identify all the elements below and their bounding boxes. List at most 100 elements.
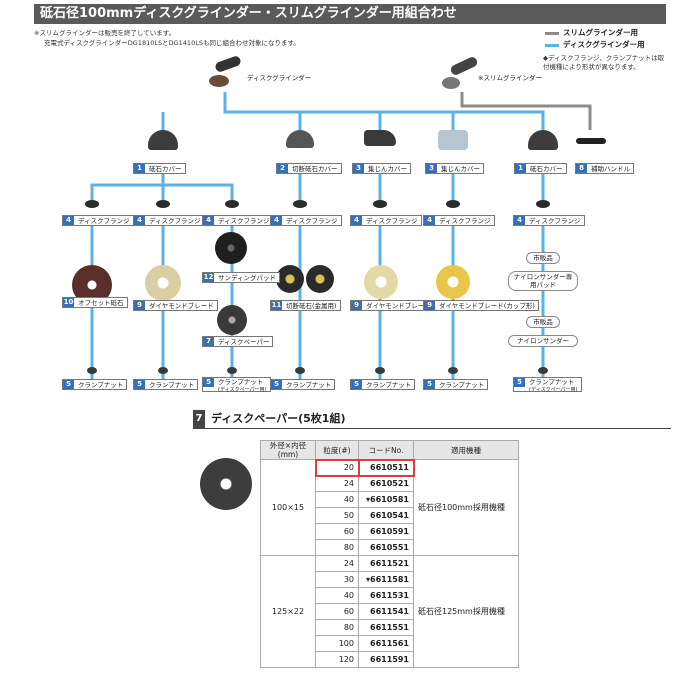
cell-code: ▾6611581 (358, 571, 414, 588)
chip-num: 3 (426, 164, 437, 173)
cell-code: 6611561 (358, 635, 414, 652)
cell-code: 6611541 (358, 603, 414, 620)
header-size: 外径×内径(mm) (260, 440, 316, 460)
page-title: 砥石径100mmディスクグラインダー・スリムグラインダー用組合わせ (34, 4, 666, 24)
chip-label: クランプナット (439, 381, 485, 389)
chip-label: オフセット砥石 (78, 299, 124, 307)
chip-label: ダイヤモンドブレード(カップ形) (439, 302, 535, 310)
clamp-nut-image (375, 367, 385, 374)
chip-num: 10 (63, 298, 74, 307)
chip-offset-wheel: 10 オフセット砥石 (62, 297, 128, 308)
chip-label: 砥石カバー (530, 165, 563, 173)
cell-size: 100×15 (260, 459, 316, 556)
note-cordless: 充電式ディスクグラインダーDG1810LSとDG1410LSも同じ組合わせ対象に… (44, 39, 300, 47)
chip-num: 5 (63, 380, 74, 389)
cell-code: 6611591 (358, 651, 414, 668)
disc-paper-section-title: 7 ディスクペーパー(5枚1組) (193, 410, 671, 429)
clamp-nut-image (448, 367, 458, 374)
dust-cover-image-1 (364, 130, 396, 146)
chip-sublabel: (ディスクペーパー用) (218, 387, 267, 393)
flange-image (293, 200, 307, 208)
chip-num: 5 (271, 380, 282, 389)
chip-diamond-blade: 9 ダイヤモンドブレード (133, 300, 218, 311)
chip-num: 4 (424, 216, 435, 225)
chip-num: 1 (515, 164, 526, 173)
chip-num: 5 (134, 380, 145, 389)
chip-label: ダイヤモンドブレード (149, 302, 214, 310)
clamp-nut-image (87, 367, 97, 374)
chip-num: 9 (351, 301, 362, 310)
chip-label: クランプナット (149, 381, 195, 389)
clamp-nut-image (158, 367, 168, 374)
chip-label: 切断砥石カバー (292, 165, 338, 173)
chip-label: サンディングパッド (218, 274, 277, 282)
disc-grinder-image (205, 54, 245, 93)
wheel-cover-image-2 (528, 130, 558, 150)
cell-code: 6610551 (358, 539, 414, 556)
chip-sublabel: (ディスクペーパー用) (529, 387, 578, 393)
chip-clamp-nut: 5 クランプナット (270, 379, 336, 390)
flange-image (446, 200, 460, 208)
legend-slim-label: スリムグラインダー用 (563, 28, 638, 37)
chip-label: 集じんカバー (368, 165, 407, 173)
chip-num: 9 (134, 301, 145, 310)
market-item-badge-2: 市販品 (526, 316, 560, 328)
dust-cover-image-2 (438, 130, 468, 150)
nylon-sander-label: ナイロンサンダー (508, 335, 578, 347)
flange-image (536, 200, 550, 208)
legend-note: ◆ディスクフランジ、クランプナットは取付機種により形状が異なります。 (543, 54, 665, 71)
chip-num: 4 (134, 216, 145, 225)
table-header-row: 外径×内径(mm) 粒度(#) コードNo. 適用機種 (260, 440, 519, 460)
cell-grit: 24 (315, 475, 359, 492)
cell-grit: 40 (315, 587, 359, 604)
cell-code: ▾6610581 (358, 491, 414, 508)
note-discontinued: ※スリムグラインダーは販売を終了しています。 (34, 29, 176, 37)
cutting-wheel-image-2 (306, 265, 334, 293)
disc-paper-photo (200, 458, 252, 510)
header-code: コードNo. (358, 440, 414, 460)
legend-line-blue (545, 43, 559, 47)
chip-label: ディスクフランジ (218, 217, 270, 225)
header-grit: 粒度(#) (315, 440, 359, 460)
cell-model: 砥石径100mm採用機種 (413, 459, 519, 556)
chip-label: クランプナット (286, 381, 332, 389)
cell-grit: 80 (315, 539, 359, 556)
side-handle-image (576, 138, 606, 144)
chip-num: 5 (424, 380, 435, 389)
table-row: 40▾6610581 (261, 491, 519, 508)
chip-label: ディスクフランジ (286, 217, 338, 225)
table-row: 30▾6611581 (261, 571, 519, 588)
chip-label: ディスクフランジ (529, 217, 581, 225)
chip-clamp-nut: 5 クランプナット (133, 379, 199, 390)
chip-label: ディスクペーパー (218, 338, 270, 346)
disc-grinder-label: ディスクグラインダー (247, 74, 312, 82)
cell-grit: 40 (315, 491, 359, 508)
cell-grit: 100 (315, 635, 359, 652)
chip-label: ディスクフランジ (439, 217, 491, 225)
chip-label: 砥石カバー (149, 165, 182, 173)
sanding-pad-image (215, 232, 247, 264)
chip-num: 5 (203, 378, 214, 387)
cell-code: 6611551 (358, 619, 414, 636)
cell-grit: 20 (314, 458, 360, 477)
cell-code: 6611521 (358, 555, 414, 572)
flange-image (373, 200, 387, 208)
legend-slim: スリムグラインダー用 (545, 27, 638, 38)
header-model: 適用機種 (413, 440, 519, 460)
chip-num: 4 (63, 216, 74, 225)
legend-disc: ディスクグラインダー用 (545, 39, 645, 50)
flange-image (156, 200, 170, 208)
chip-label: ダイヤモンドブレード (366, 302, 431, 310)
